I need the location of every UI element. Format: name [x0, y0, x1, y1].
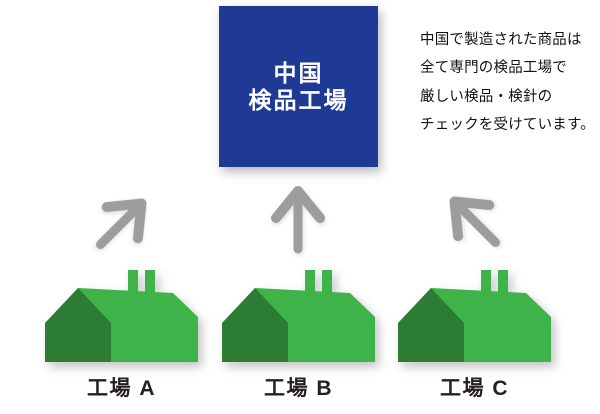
factory-chimney [322, 270, 332, 296]
factory-a-icon [45, 270, 198, 362]
factory-c-label: 工場 C [440, 377, 509, 400]
factory-chimney [481, 270, 491, 296]
arrow-shaft [95, 204, 141, 250]
factory-gable [222, 288, 288, 362]
arrow-up-icon [271, 186, 325, 254]
inspection-factory-box: 中国 検品工場 [219, 6, 378, 167]
factory-chimney [498, 270, 508, 296]
factory-gable [45, 288, 111, 362]
arrow-up-left-icon [449, 196, 501, 248]
factory-gable [398, 288, 464, 362]
inspection-box-title-line2: 検品工場 [248, 86, 349, 113]
factory-chimney [145, 270, 155, 296]
arrow-up-right-icon [95, 198, 147, 250]
description-line-2: 全て専門の検品工場で [420, 60, 567, 77]
arrow-head [101, 198, 147, 244]
arrow-shaft [455, 202, 501, 248]
inspection-box-title-line1: 中国 [273, 59, 324, 86]
factory-b-label: 工場 B [264, 377, 333, 400]
description-line-1: 中国で製造された商品は [420, 32, 582, 48]
description-text: 中国で製造された商品は 全て専門の検品工場で 厳しい検品・検針の チェックを受け… [420, 26, 595, 140]
arrow-head [271, 186, 325, 223]
description-line-4: チェックを受けています。 [420, 117, 595, 134]
description-line-3: 厳しい検品・検針の [420, 88, 553, 105]
factory-c-icon [398, 270, 551, 362]
factory-a-label: 工場 A [87, 377, 156, 400]
factory-b-icon [222, 270, 375, 362]
factory-chimney [305, 270, 315, 296]
arrow-head [449, 196, 495, 242]
factory-chimney [128, 270, 138, 296]
